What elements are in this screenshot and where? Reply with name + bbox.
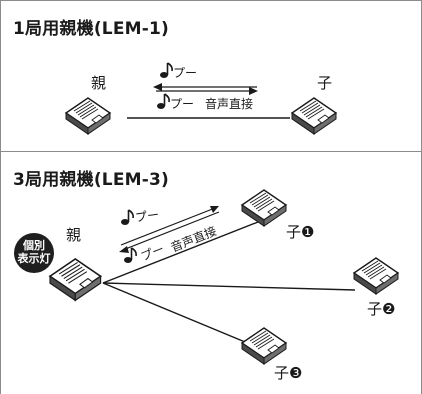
section2-parent-label: 親 bbox=[66, 226, 82, 244]
lamp-badge-line1: 個別 bbox=[23, 239, 45, 252]
lamp-badge-line2: 表示灯 bbox=[17, 252, 51, 265]
child2-number: ❷ bbox=[382, 300, 396, 318]
frame-left-border bbox=[0, 0, 1, 394]
section2-line-child3 bbox=[102, 282, 263, 350]
section-divider bbox=[0, 151, 422, 152]
section2-child1-device-icon bbox=[241, 189, 287, 227]
child1-number: ❶ bbox=[301, 223, 315, 241]
section1-title: 1局用親機(LEM-1) bbox=[13, 19, 170, 39]
section2-signal-top-label: プー bbox=[134, 207, 161, 225]
section2-parent-device-icon bbox=[49, 258, 102, 302]
section1-arrow-left-icon bbox=[153, 83, 257, 91]
section1-arrow-right-icon bbox=[156, 87, 258, 95]
section2-child2-label: 子❷ bbox=[367, 298, 395, 319]
section1-music-note-bottom-icon bbox=[156, 93, 170, 110]
section2-child3-device-icon bbox=[241, 327, 287, 365]
section1-music-note-top-icon bbox=[159, 62, 173, 79]
section2-arrow-down-icon bbox=[119, 211, 220, 253]
section2-line-child1 bbox=[102, 221, 259, 284]
section2-line-child2 bbox=[102, 282, 356, 291]
section1-direct-voice-label: 音声直接 bbox=[205, 97, 254, 111]
section2-child2-device-icon bbox=[353, 257, 399, 295]
individual-lamp-badge: 個別 表示灯 bbox=[14, 233, 54, 273]
child2-text: 子 bbox=[367, 300, 383, 318]
section2-music-note-top-icon bbox=[120, 209, 134, 226]
section2-arrow-up-icon bbox=[120, 206, 219, 246]
section1-child-device-icon bbox=[291, 97, 337, 135]
section2-title: 3局用親機(LEM-3) bbox=[13, 170, 170, 190]
section2-child3-label: 子❸ bbox=[274, 362, 302, 383]
child3-number: ❸ bbox=[289, 364, 303, 382]
section1-child-label: 子 bbox=[317, 74, 333, 92]
section1-signal-bottom-label: プー bbox=[170, 97, 195, 111]
section1-parent-device-icon bbox=[65, 97, 111, 135]
section1-parent-label: 親 bbox=[91, 74, 107, 92]
child3-text: 子 bbox=[274, 364, 290, 382]
frame-top-border bbox=[0, 0, 422, 1]
child1-text: 子 bbox=[286, 223, 302, 241]
section1-signal-top-label: プー bbox=[173, 66, 198, 80]
section2-child1-label: 子❶ bbox=[286, 221, 314, 242]
